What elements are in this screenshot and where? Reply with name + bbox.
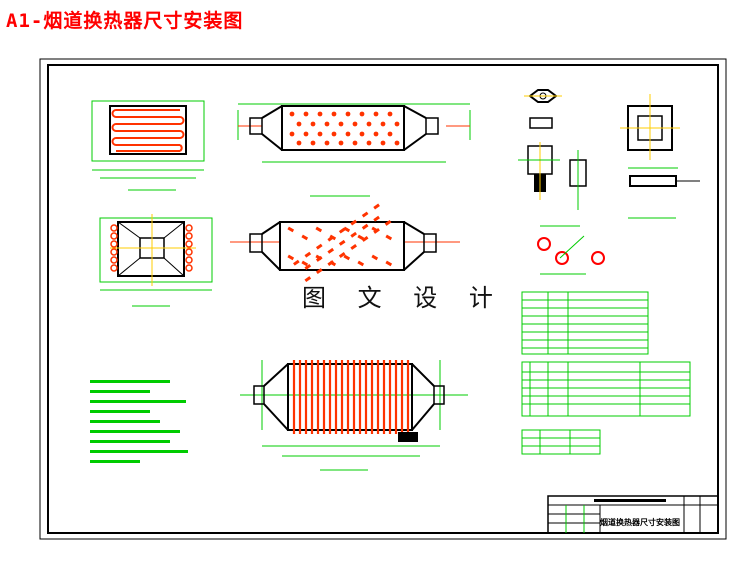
drawing-name: 烟道换热器尺寸安装图 [600,517,680,527]
parameter-table-3 [521,429,601,455]
view-captions [540,217,676,227]
view-middle-left [99,214,213,307]
detail-sleeve-pair [518,142,587,210]
parameter-table-2 [521,361,691,417]
page-title: A1-烟道换热器尺寸安装图 [6,10,244,32]
technical-notes [90,380,188,463]
sheet-inner-border [47,64,719,534]
view-middle-center [230,203,460,283]
detail-circle-marks [537,235,605,275]
view-top-left [91,100,205,191]
detail-hex-nut [524,89,562,129]
parameter-table-1 [521,291,649,355]
view-bottom-center [240,360,468,471]
view-top-center [237,103,471,197]
watermark: 图 文 设 计 [302,284,505,312]
sheet-outer-border [39,58,727,540]
detail-square-flange [620,94,700,187]
title-block: 烟道换热器尺寸安装图 [547,495,719,534]
